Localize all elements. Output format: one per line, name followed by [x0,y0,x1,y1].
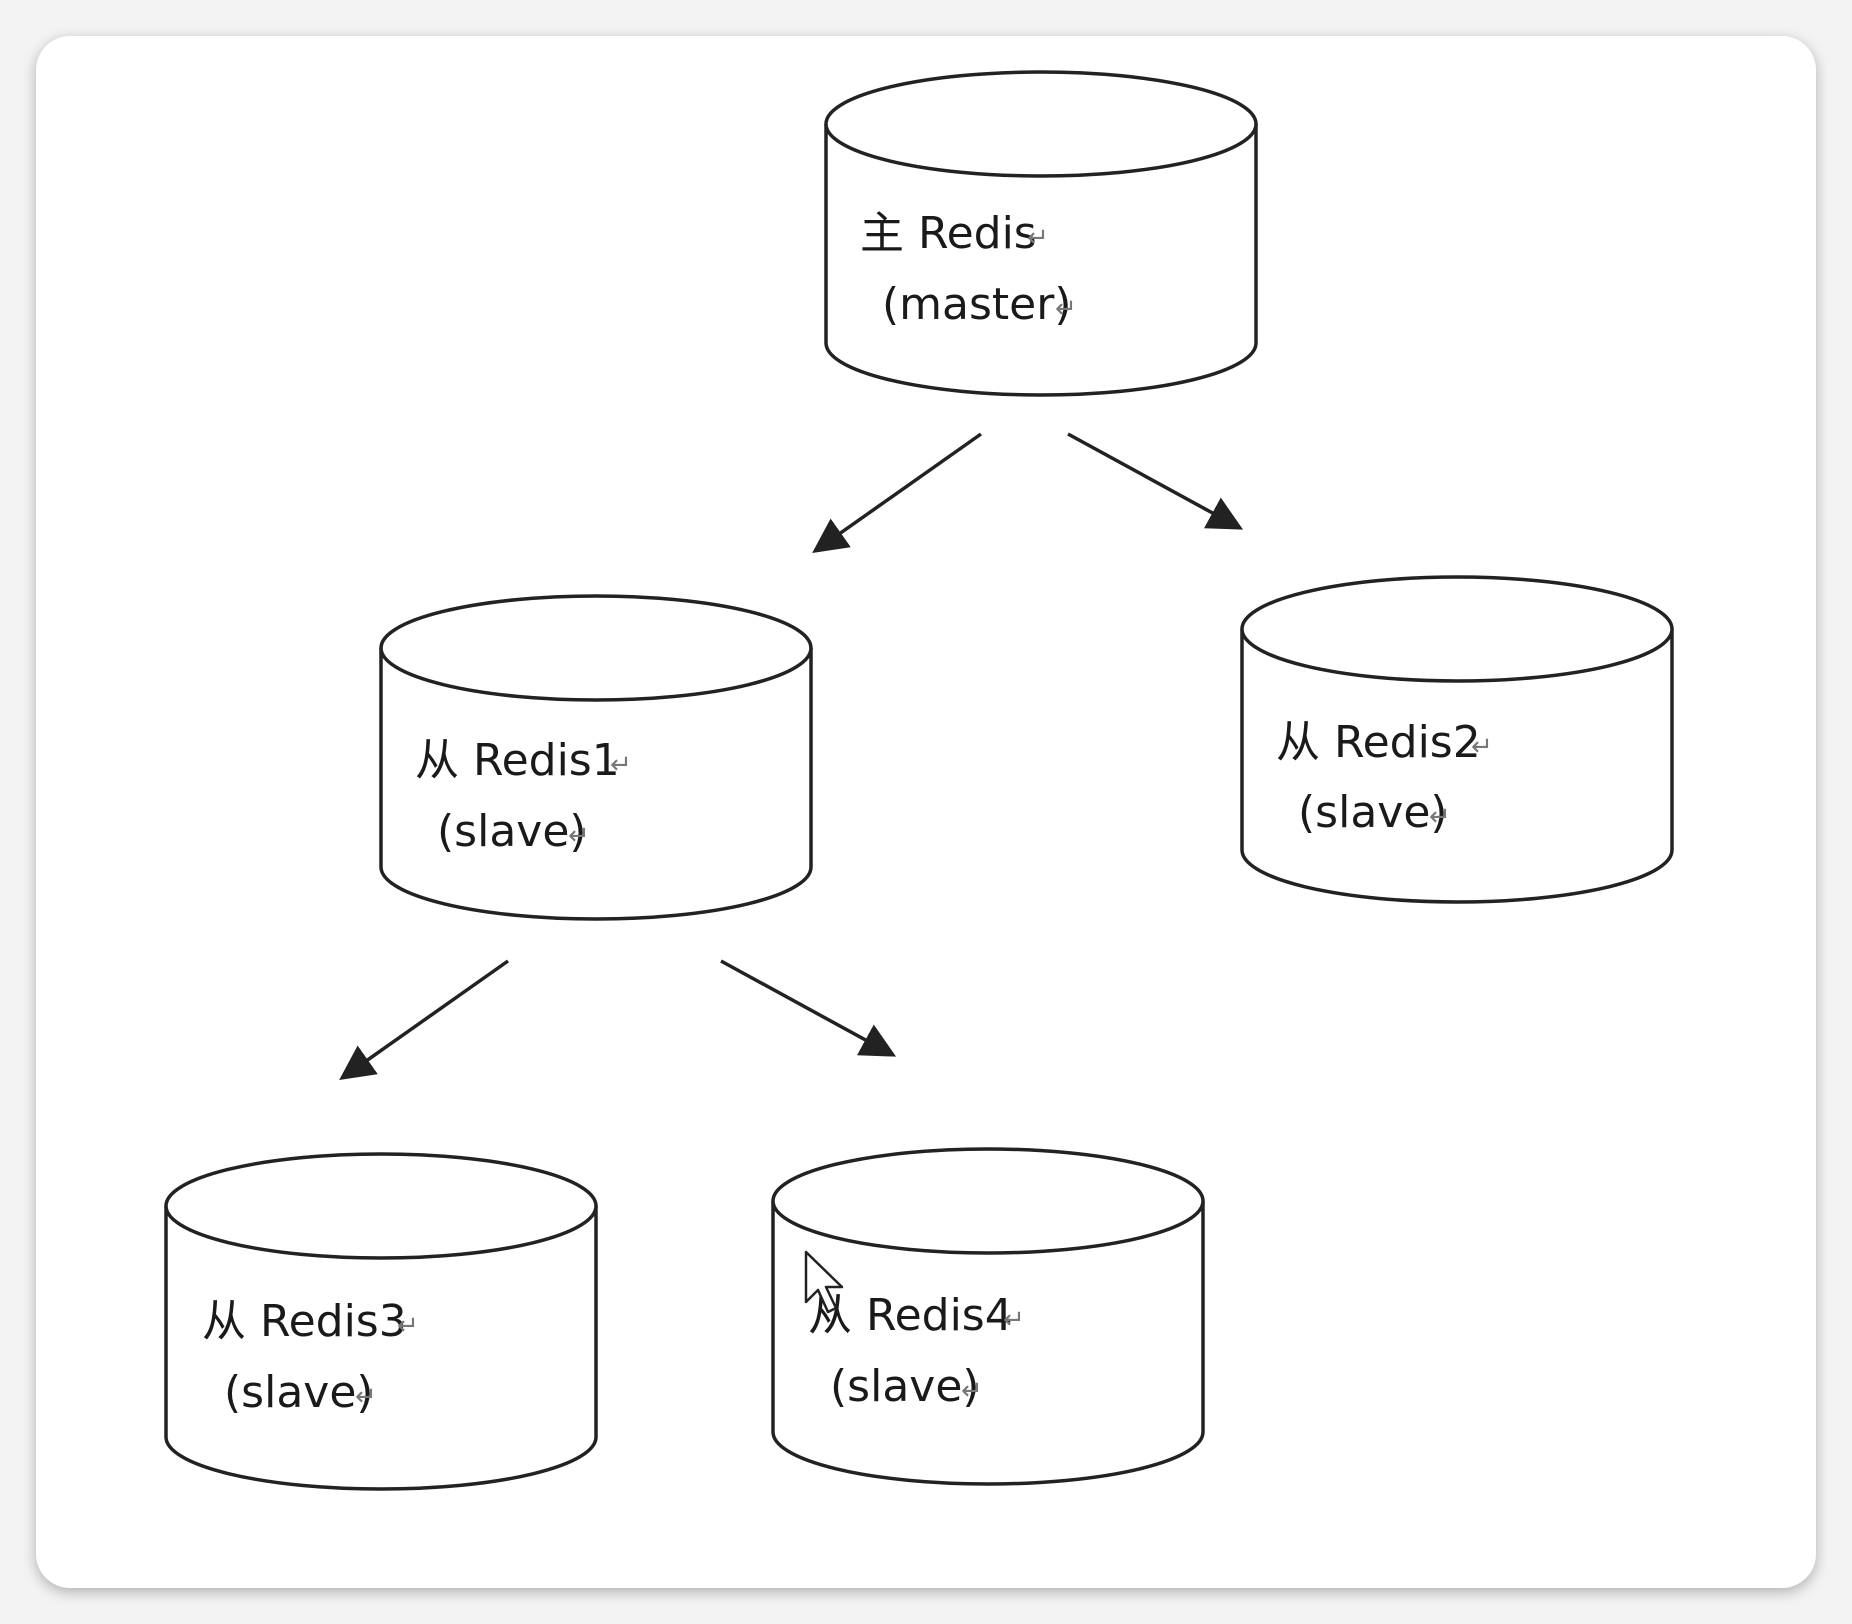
node-redis2: 从 Redis2 ↵ (slave) ↵ [1240,575,1674,904]
node-role: (slave) [224,1367,374,1418]
cylinder-top [164,1152,598,1260]
cylinder-top [824,70,1258,178]
paragraph-mark: ↵ [568,821,590,851]
node-role: (slave) [437,806,587,857]
paragraph-mark: ↵ [1027,223,1049,253]
paragraph-mark: ↵ [355,1382,377,1412]
cylinder-body [771,1201,1205,1486]
node-label: 从 Redis3 [202,1296,407,1347]
edge-redis1-redis4 [720,959,897,1057]
node-role: (slave) [1298,787,1448,838]
cylinder-body [379,648,813,921]
paragraph-mark: ↵ [1429,802,1451,832]
paragraph-mark: ↵ [397,1311,419,1341]
cylinder-top [771,1147,1205,1255]
paragraph-mark: ↵ [610,750,632,780]
edge-master-redis1 [812,432,983,554]
edge-redis1-redis3 [339,959,510,1081]
cylinder-body [164,1206,598,1491]
node-role: (master) [882,279,1072,330]
node-redis4: 从 Redis4 ↵ (slave) ↵ [771,1147,1205,1486]
cylinder-top [1240,575,1674,683]
paragraph-mark: ↵ [1471,732,1493,762]
node-label: 从 Redis4 [808,1290,1013,1341]
edge-master-redis2 [1067,432,1244,530]
cylinder-body [1240,629,1674,904]
cylinder-body [824,124,1258,397]
node-master: 主 Redis ↵ (master) ↵ [824,70,1258,397]
paragraph-mark: ↵ [1055,294,1077,324]
node-label: 从 Redis2 [1276,717,1481,768]
mouse-cursor-icon [804,1250,844,1314]
node-redis1: 从 Redis1 ↵ (slave) ↵ [379,594,813,921]
paragraph-mark: ↵ [961,1376,983,1406]
node-redis3: 从 Redis3 ↵ (slave) ↵ [164,1152,598,1491]
cylinder-top [379,594,813,702]
node-role: (slave) [830,1361,980,1412]
paragraph-mark: ↵ [1003,1305,1025,1335]
node-label: 从 Redis1 [415,735,620,786]
node-label: 主 Redis [860,208,1037,259]
